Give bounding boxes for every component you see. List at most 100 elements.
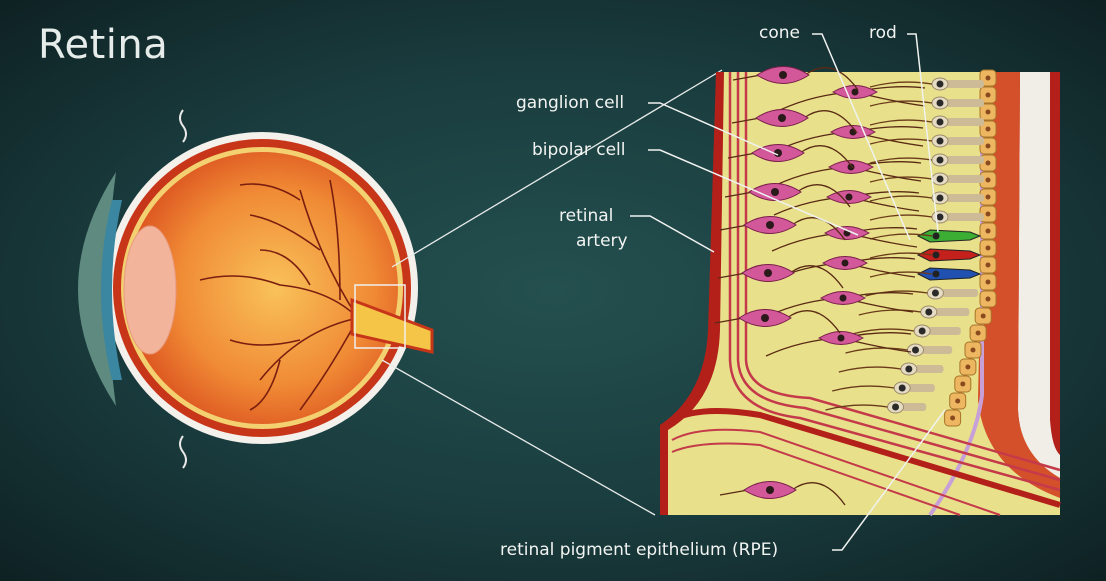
ganglion-axon [717,265,844,289]
ganglion-leader [648,102,779,156]
rod-nucleus [918,327,926,335]
bipolar-nucleus [847,163,855,171]
rod-outer-segment [921,346,953,354]
muscle-top [179,109,187,143]
page-title: Retina [38,22,169,68]
photoreceptor-axon [869,214,933,221]
photoreceptor-axon [869,100,933,107]
rpe-nucleus [980,313,986,319]
rod-nucleus [936,194,944,202]
ganglion-nucleus [766,221,774,229]
choroid-band [978,72,1060,498]
rod-outer-segment [946,80,984,88]
photoreceptor-axon [825,404,888,411]
label-artery: artery [576,231,628,251]
rod-outer-segment [941,289,979,297]
rod-nucleus [936,175,944,183]
label-ganglion-cell: ganglion cell [516,93,625,113]
rod-nucleus [936,80,944,88]
photoreceptor-axon [869,157,933,164]
rod-outer-segment [946,156,984,164]
rpe-nucleus [955,398,961,404]
rod-outer-segment [908,384,935,392]
photoreceptor-axon [869,252,933,259]
rod-leader [907,33,939,233]
rpe-nucleus [985,75,991,81]
rpe-nucleus [985,228,991,234]
rod-nucleus [931,289,939,297]
bipolar-nucleus [851,88,859,96]
photoreceptor-axon [832,385,895,392]
rpe-nucleus [985,211,991,217]
rpe-nucleus [985,177,991,183]
bipolar-nucleus [845,193,853,201]
rod-outer-segment [946,137,984,145]
ganglion-nucleus [771,188,779,196]
rod-nucleus [925,308,933,316]
ganglion-nucleus [764,269,772,277]
label-rod: rod [869,23,897,43]
zoom-line-top [391,69,723,268]
rod-outer-segment [946,99,984,107]
photoreceptor-axon [845,347,908,354]
rpe-nucleus [985,262,991,268]
bipolar-leader [648,149,859,236]
ganglion-nucleus [766,486,774,494]
ganglion-axon [732,67,859,91]
photoreceptor-axon [869,119,933,126]
cone-cell [916,229,982,243]
rod-outer-segment [946,213,984,221]
rpe-leader [832,409,946,551]
ganglion-nucleus [779,71,787,79]
rpe-nucleus [985,109,991,115]
rpe-nucleus [985,194,991,200]
ganglion-axon [727,145,854,169]
rpe-nucleus [975,330,981,336]
rpe-nucleus [950,415,956,421]
ganglion-axon [719,482,846,506]
ganglion-axon [731,110,858,134]
rod-nucleus [936,213,944,221]
label-rpe: retinal pigment epithelium (RPE) [500,540,779,560]
rod-outer-segment [946,194,984,202]
rpe-nucleus [985,92,991,98]
cone-cell [916,267,982,281]
cone-leader [812,33,911,241]
photoreceptor-axon [869,271,933,278]
cone-nucleus [932,232,940,240]
rod-nucleus [912,346,919,354]
ganglion-axon [714,310,841,334]
vitreous [126,152,398,424]
cone-nucleus [932,251,940,259]
vessel-band [670,408,1061,508]
rod-nucleus [936,137,944,145]
nerve-fiber-layer [728,72,1061,492]
rpe-nucleus [985,296,991,302]
rpe-nucleus [985,245,991,251]
ganglion-axon [724,184,851,208]
bipolar-nucleus [841,259,849,267]
bipolar-nucleus [837,334,845,342]
rpe-nucleus [965,364,971,370]
rod-nucleus [905,365,913,373]
rod-outer-segment [946,175,984,183]
ganglion-nucleus [778,114,786,122]
photoreceptor-axon [869,233,933,240]
photoreceptor-axon [869,81,933,88]
ganglion-nucleus [774,149,782,157]
photoreceptor-axon [865,290,928,297]
rod-nucleus [936,156,944,164]
cone-nucleus [932,270,940,278]
label-cone: cone [759,23,800,43]
rod-outer-segment [946,118,984,126]
zoom-box [354,284,406,349]
rpe-nucleus [985,126,991,132]
photoreceptor-axon [869,195,933,202]
rod-outer-segment [901,403,927,411]
bipolar-nucleus [839,294,847,302]
rpe-nucleus [970,347,976,353]
retina-cross-section [660,66,1061,517]
rod-nucleus [936,118,944,126]
label-bipolar-cell: bipolar cell [532,140,626,160]
